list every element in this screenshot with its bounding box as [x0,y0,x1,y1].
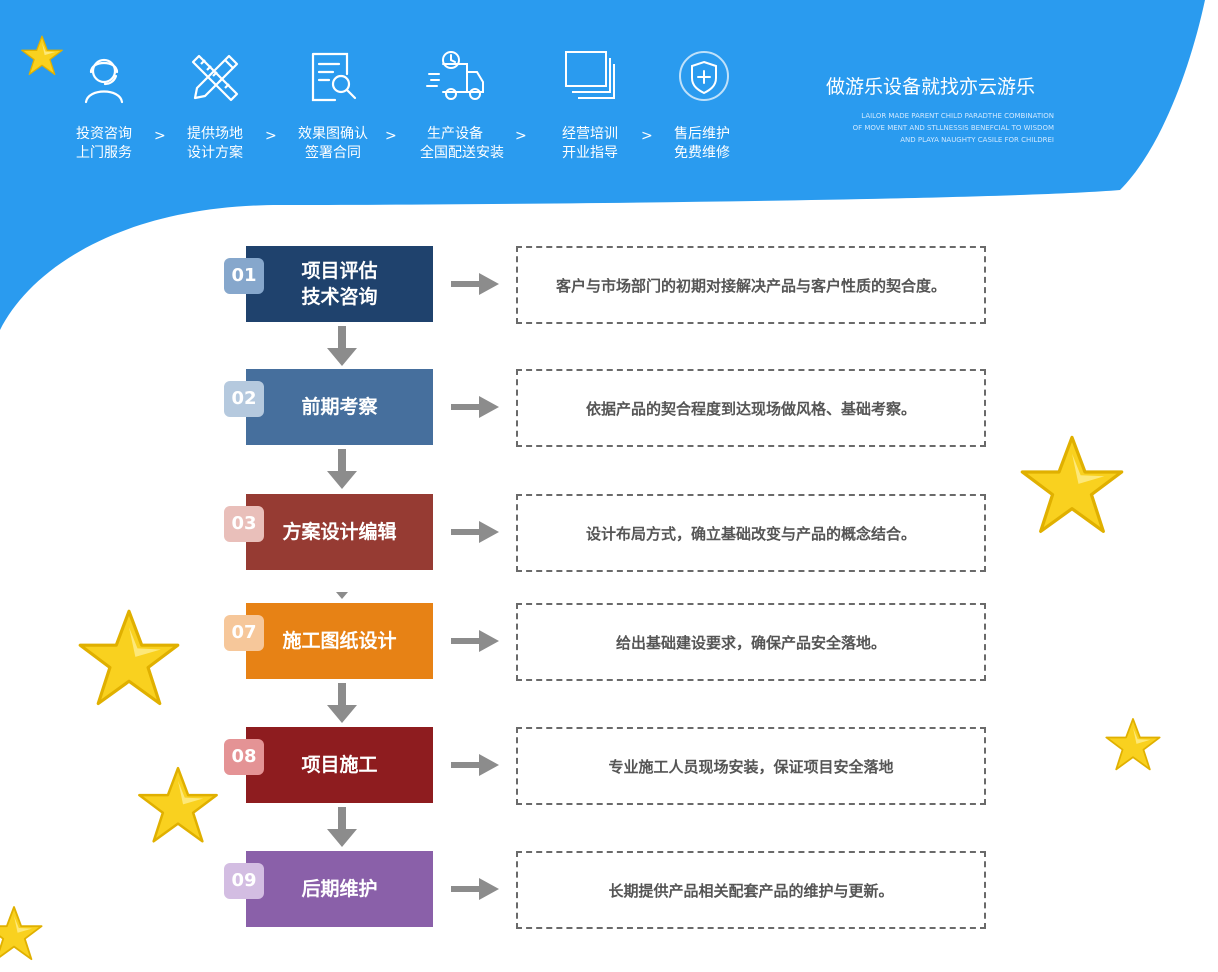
arrow-tip-icon [336,592,348,599]
step-consult-line2: 上门服务 [76,145,132,161]
delivery-truck-icon [426,51,484,100]
arrow-down-icon [327,449,357,489]
step-contract: 效果图确认签署合同 [298,50,368,163]
process-title-line: 项目施工 [301,754,378,776]
process-title-line: 后期维护 [301,878,378,900]
step-production-line1: 生产设备 [427,126,483,142]
step-production-line2: 全国配送安装 [420,145,504,161]
arrow-right-icon [451,396,499,418]
step-contract-line1: 效果图确认 [298,126,368,142]
process-title-line: 方案设计编辑 [282,521,397,543]
arrow-down-icon [327,807,357,847]
shield-plus-icon [679,51,729,101]
arrow-right-icon [451,273,499,295]
chevron-right-icon: > [154,128,166,144]
process-row-02: 前期考察 02 依据产品的契合程度到达现场做风格、基础考察。 [224,369,986,447]
step-aftersale: 售后维护免费维修 [667,50,737,163]
arrow-right-icon [451,630,499,652]
arrow-down-icon [327,683,357,723]
process-box: 项目评估 技术咨询 [246,246,433,322]
chevron-right-icon: > [641,128,653,144]
process-number-badge: 07 [224,615,264,651]
process-title-line: 项目评估 [301,260,378,282]
process-description: 长期提供产品相关配套产品的维护与更新。 [516,851,986,929]
step-aftersale-line2: 免费维修 [674,145,730,161]
slogan: 做游乐设备就找亦云游乐 [826,76,1036,98]
headset-user-icon [84,58,124,104]
process-title-line: 施工图纸设计 [282,630,397,652]
star-icon [1105,718,1161,771]
process-box: 项目施工 [246,727,433,803]
step-training-line1: 经营培训 [562,126,618,142]
process-number-badge: 08 [224,739,264,775]
process-number-badge: 09 [224,863,264,899]
process-box: 后期维护 [246,851,433,927]
star-icon [21,35,63,76]
english-tagline-line: LAILOR MADE PARENT CHILD PARADTHE COMBIN… [861,112,1054,120]
process-row-07: 施工图纸设计 07 给出基础建设要求，确保产品安全落地。 [224,603,986,681]
process-description: 客户与市场部门的初期对接解决产品与客户性质的契合度。 [516,246,986,324]
process-box: 方案设计编辑 [246,494,433,570]
pencil-ruler-icon [191,54,239,102]
process-number-badge: 01 [224,258,264,294]
star-icon [138,766,218,843]
process-description: 依据产品的契合程度到达现场做风格、基础考察。 [516,369,986,447]
english-tagline: LAILOR MADE PARENT CHILD PARADTHE COMBIN… [853,110,1054,146]
process-number-badge: 03 [224,506,264,542]
step-design: 提供场地设计方案 [180,50,250,163]
process-box: 施工图纸设计 [246,603,433,679]
process-row-09: 后期维护 09 长期提供产品相关配套产品的维护与更新。 [224,851,986,929]
step-design-line2: 设计方案 [187,145,243,161]
arrow-right-icon [451,754,499,776]
document-magnifier-icon [311,52,357,102]
step-production: 生产设备全国配送安装 [420,50,504,163]
step-contract-line2: 签署合同 [305,145,361,161]
step-consult-line1: 投资咨询 [76,126,132,142]
arrow-right-icon [451,521,499,543]
process-box: 前期考察 [246,369,433,445]
step-design-line1: 提供场地 [187,126,243,142]
process-row-03: 方案设计编辑 03 设计布局方式，确立基础改变与产品的概念结合。 [224,494,986,572]
chevron-right-icon: > [385,128,397,144]
step-training-line2: 开业指导 [562,145,618,161]
process-row-01: 项目评估 技术咨询 01 客户与市场部门的初期对接解决产品与客户性质的契合度。 [224,246,986,324]
process-row-08: 项目施工 08 专业施工人员现场安装，保证项目安全落地 [224,727,986,805]
process-number-badge: 02 [224,381,264,417]
chevron-right-icon: > [265,128,277,144]
step-consult: 投资咨询上门服务 [69,50,139,163]
arrow-down-icon [327,326,357,366]
process-description: 给出基础建设要求，确保产品安全落地。 [516,603,986,681]
stacked-screens-icon [565,51,615,99]
process-description: 专业施工人员现场安装，保证项目安全落地 [516,727,986,805]
star-icon [1020,435,1124,533]
english-tagline-line: OF MOVE MENT AND STLLNESSIS BENEFCIAL TO… [852,124,1054,132]
process-title-line: 技术咨询 [301,286,378,308]
step-training: 经营培训开业指导 [555,50,625,163]
star-icon [0,906,43,961]
chevron-right-icon: > [515,128,527,144]
process-title-line: 前期考察 [301,396,378,418]
arrow-right-icon [451,878,499,900]
step-aftersale-line1: 售后维护 [674,126,730,142]
english-tagline-line: AND PLAYA NAUGHTY CASILE FOR CHILDREI [900,136,1054,144]
star-icon [78,609,180,706]
process-description: 设计布局方式，确立基础改变与产品的概念结合。 [516,494,986,572]
